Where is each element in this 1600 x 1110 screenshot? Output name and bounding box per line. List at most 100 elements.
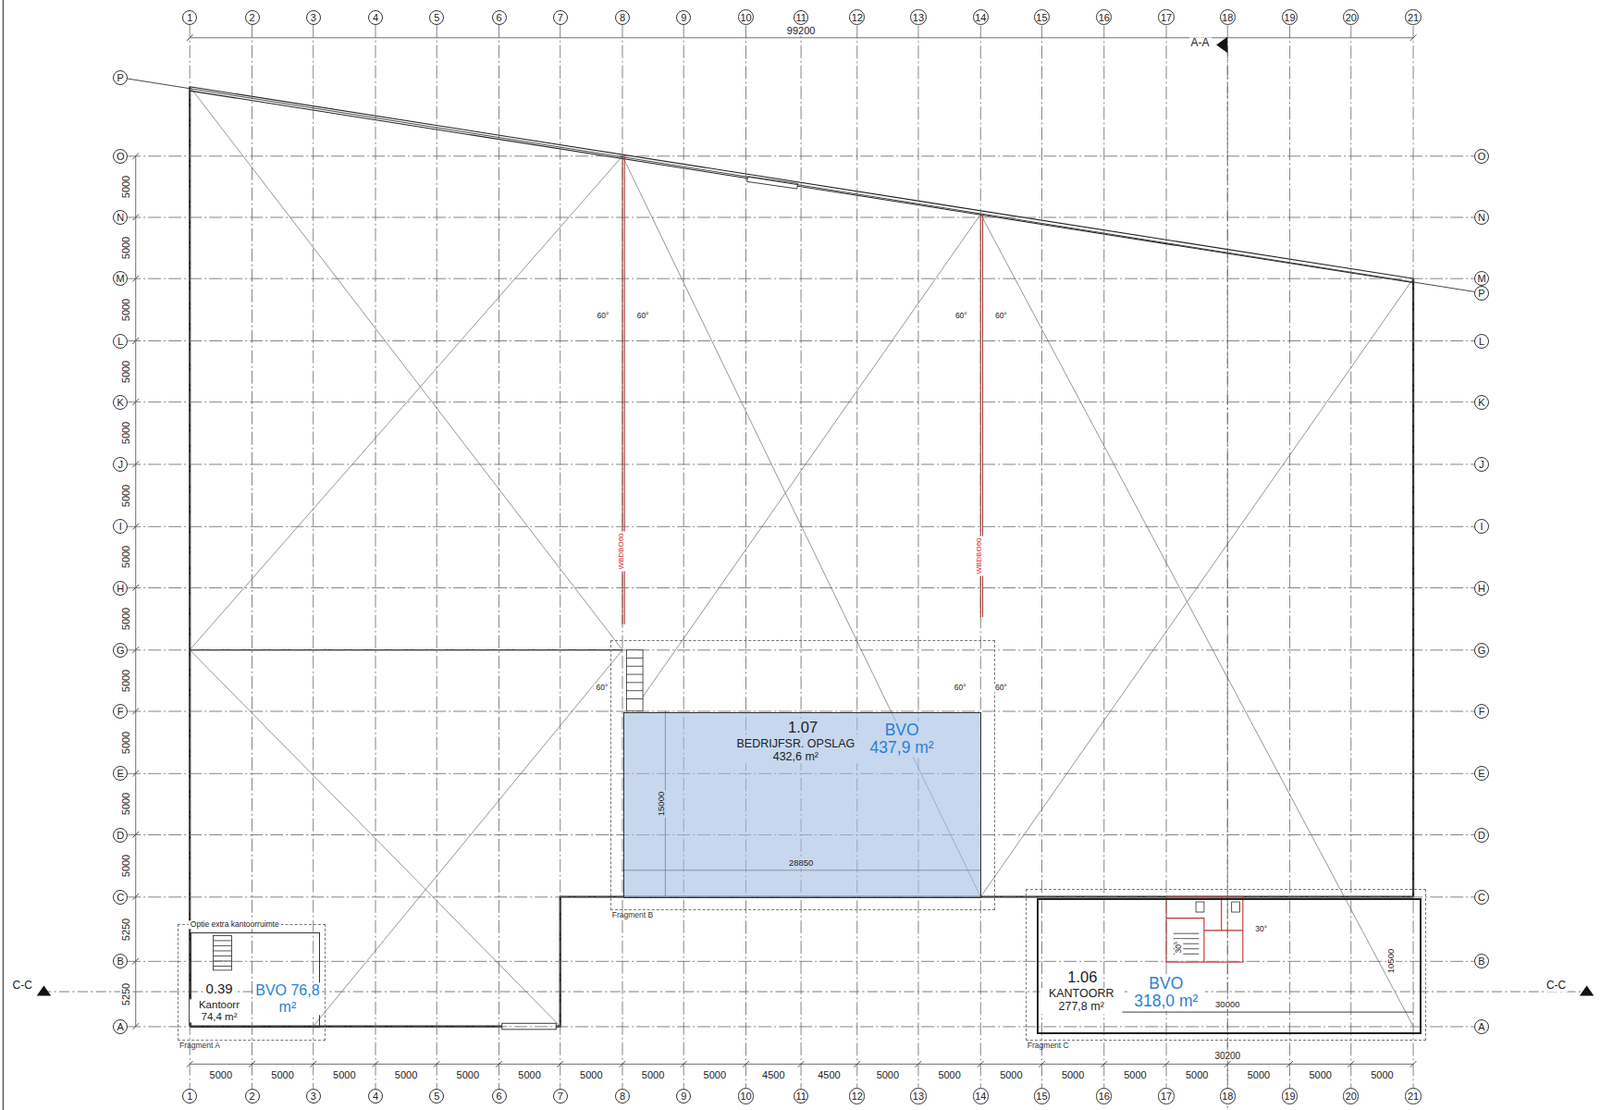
grid-bubble: 12 xyxy=(849,1087,865,1104)
dimension-label: 5000 xyxy=(120,357,132,384)
gross-area: BVO 76,8 m² xyxy=(253,982,322,1015)
grid-line xyxy=(127,464,1475,466)
grid-bubble: L xyxy=(1474,333,1490,349)
grid-bubble: 6 xyxy=(492,1088,507,1104)
grid-label: P xyxy=(1477,287,1485,298)
grid-line xyxy=(127,78,1475,292)
grid-bubble: 16 xyxy=(1095,9,1112,25)
annotation: 60° xyxy=(595,311,612,320)
grid-label: G xyxy=(116,644,125,655)
grid-label: O xyxy=(116,150,125,161)
dimension-label: 5000 xyxy=(1059,1069,1086,1081)
fragment-frame: Fragment C1.06KANTOORR 277,8 m²BVO 318,0… xyxy=(1025,888,1428,1041)
grid-bubble: C xyxy=(1474,889,1490,905)
grid-bubble: E xyxy=(112,765,128,781)
window xyxy=(747,176,799,189)
fragment-frame: Fragment A0.39Kantoorr 74,4 m²BVO 76,8 m… xyxy=(177,923,326,1042)
grid-label: G xyxy=(1477,644,1487,655)
dimension-label: 5000 xyxy=(269,1069,296,1081)
dimension-label: 5000 xyxy=(120,173,132,200)
grid-label: 17 xyxy=(1160,12,1172,23)
grid-line xyxy=(127,155,1475,157)
grid-label: 2 xyxy=(248,1090,255,1101)
grid-label: 1 xyxy=(186,1090,193,1101)
dimension-label: C-C xyxy=(11,979,35,992)
grid-bubble: N xyxy=(112,209,128,225)
section-marker xyxy=(1216,36,1228,54)
annotation: 60° xyxy=(993,311,1010,320)
grid-bubble: 7 xyxy=(553,10,568,25)
dimension-label: 28850 xyxy=(787,858,815,868)
room: 1.07BEDRIJFSR. OPSLAG 432,6 m²BVO 437,9 … xyxy=(623,712,982,899)
grid-label: I xyxy=(119,521,123,532)
dimension-label: 5000 xyxy=(393,1069,419,1081)
grid-label: C xyxy=(116,891,124,902)
grid-bubble: P xyxy=(1474,285,1490,301)
grid-line xyxy=(127,649,1475,651)
grid-bubble: 12 xyxy=(849,9,865,25)
grid-bubble: K xyxy=(112,394,128,410)
grid-bubble: I xyxy=(112,518,128,534)
grid-bubble: 9 xyxy=(676,1088,691,1104)
room-number: 1.07 xyxy=(786,718,820,736)
grid-bubble: 21 xyxy=(1404,9,1421,25)
grid-bubble: J xyxy=(1474,456,1490,472)
grid-label: 4 xyxy=(372,12,379,23)
dimension-label: 5000 xyxy=(578,1069,604,1081)
dimension-label: 4500 xyxy=(815,1069,842,1081)
grid-label: E xyxy=(1477,768,1485,779)
grid-label: F xyxy=(1478,706,1486,717)
grid-line xyxy=(375,24,377,1089)
grid-label: 7 xyxy=(557,1090,564,1101)
grid-bubble: 16 xyxy=(1095,1087,1112,1104)
grid-bubble: 9 xyxy=(676,10,691,25)
grid-label: D xyxy=(116,829,124,840)
grid-bubble: 14 xyxy=(972,9,989,25)
dimension-label: 30200 xyxy=(1212,1049,1243,1060)
grid-line xyxy=(1413,24,1415,1088)
grid-bubble: 15 xyxy=(1033,1087,1050,1104)
grid-line xyxy=(127,526,1475,528)
stair-treads xyxy=(626,657,643,699)
grid-bubble: E xyxy=(1474,765,1490,781)
grid-label: E xyxy=(117,768,124,779)
dimension-label: 5000 xyxy=(874,1069,901,1081)
fire-walls xyxy=(622,156,983,625)
grid-label: B xyxy=(117,956,124,967)
stair-treads xyxy=(213,940,233,967)
bracing-line xyxy=(313,650,623,1027)
grid-label: 2 xyxy=(248,12,255,23)
dimension-label: 5000 xyxy=(640,1069,666,1081)
grid-bubble: 11 xyxy=(793,1088,809,1104)
dimension-label: 5250 xyxy=(120,915,132,942)
room-name-area: BEDRIJFSR. OPSLAG 432,6 m² xyxy=(724,738,867,764)
grid-bubble: 4 xyxy=(368,1088,383,1104)
dimension-label: 5000 xyxy=(120,234,132,261)
stair xyxy=(626,650,643,712)
grid-line xyxy=(127,217,1475,219)
grid-label: 21 xyxy=(1407,1090,1419,1101)
grid-label: 8 xyxy=(619,12,626,23)
grid-label: M xyxy=(1476,273,1486,284)
grid-line xyxy=(127,340,1475,342)
grid-label: 19 xyxy=(1283,12,1295,23)
grid-label: I xyxy=(1479,521,1483,532)
grid-bubble: 13 xyxy=(910,1087,926,1104)
grid-line xyxy=(127,1025,1475,1027)
grid-line xyxy=(127,960,1475,962)
dimension-label: 5000 xyxy=(120,481,132,508)
fragment-title: Fragment B xyxy=(612,910,653,920)
dimension-label: 30° xyxy=(1175,938,1184,955)
grid-bubble: D xyxy=(112,827,128,843)
grid-label: C xyxy=(1477,891,1486,902)
grid-bubble: O xyxy=(112,148,128,164)
wall xyxy=(189,90,1414,283)
grid-label: L xyxy=(117,335,124,346)
grid-label: M xyxy=(116,273,125,284)
grid-bubble: F xyxy=(112,703,128,719)
grid-bubble: 5 xyxy=(429,10,444,25)
dimension-label: 5250 xyxy=(120,980,132,1007)
grid-label: 9 xyxy=(680,12,687,23)
dimension-label: 5000 xyxy=(1245,1069,1272,1081)
gross-area: BVO 437,9 m² xyxy=(862,720,941,757)
